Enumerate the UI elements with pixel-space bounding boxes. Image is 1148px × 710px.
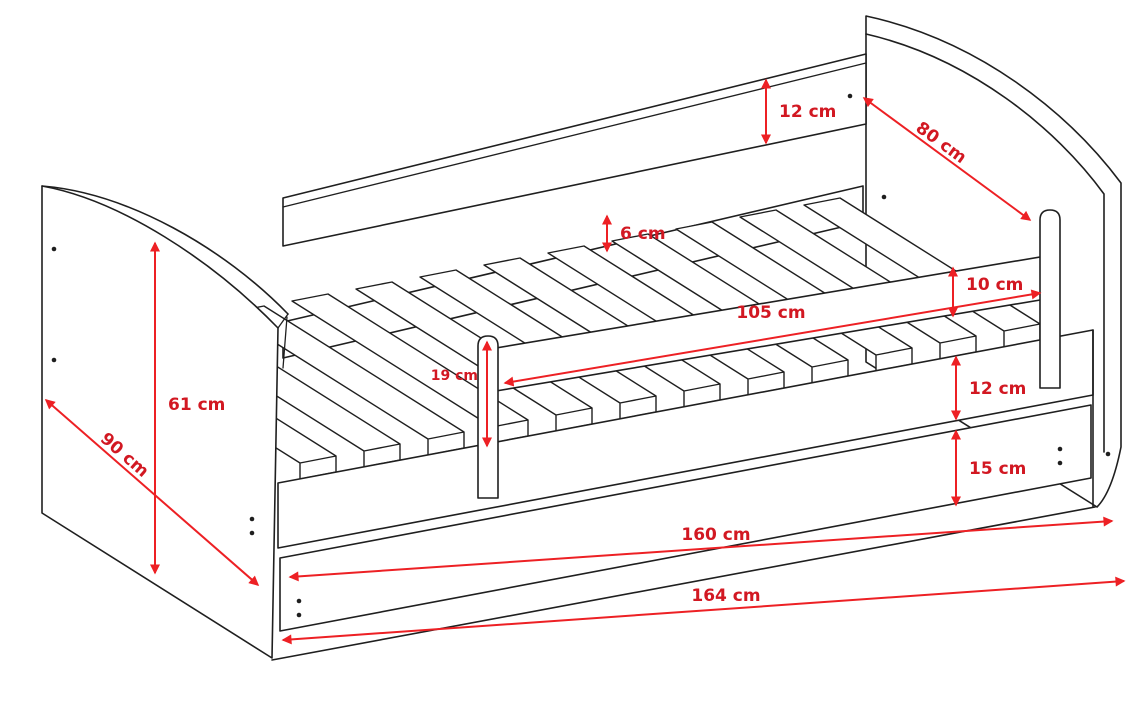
dimension-label: 12 cm [969,379,1026,399]
dimension-frame-rail-height: 12 cm [951,355,1026,421]
dimension-label: 160 cm [681,525,750,545]
screw-dot [881,194,887,200]
dimension-label: 61 cm [168,395,225,415]
screw-dot [249,516,255,522]
left-footboard-edge [41,185,289,315]
screw-dot [51,246,57,252]
dimension-line [503,289,1042,387]
screw-dot [51,357,57,363]
left-footboard [41,185,289,659]
screw-dot [296,612,302,618]
dimension-slat-height: 6 cm [602,214,666,253]
dimension-label: 10 cm [966,275,1023,295]
screw-dot [296,598,302,604]
screw-dot [249,530,255,536]
dimension-label: 15 cm [969,459,1026,479]
dimension-label: 19 cm [431,368,478,384]
guard-rail-post-right [1039,209,1061,389]
dimension-inner-length: 160 cm [288,516,1114,582]
dimension-label: 105 cm [736,303,805,323]
left-footboard-inner-edge [282,316,288,369]
dimension-line [281,576,1126,645]
screw-dot [847,93,853,99]
dimension-label: 164 cm [691,586,760,606]
left-footboard-panel [41,185,279,659]
dimension-line [862,97,1032,221]
dimension-drawer-height: 15 cm [951,429,1026,507]
bed-line-art [41,15,1122,661]
left-footboard-edge-join [277,313,289,329]
screw-dot [1057,446,1063,452]
dimension-guard-rail-length: 105 cm [503,289,1042,387]
dimension-label: 6 cm [620,224,666,244]
screw-dot [1057,460,1063,466]
dimension-post-height: 19 cm [431,340,492,448]
screw-dot [1105,451,1111,457]
dimension-top-rail-height: 12 cm [761,78,836,145]
dimension-line [44,399,260,586]
dimension-label: 12 cm [779,102,836,122]
dimension-line [288,516,1114,582]
dimension-outer-length: 164 cm [281,576,1126,645]
